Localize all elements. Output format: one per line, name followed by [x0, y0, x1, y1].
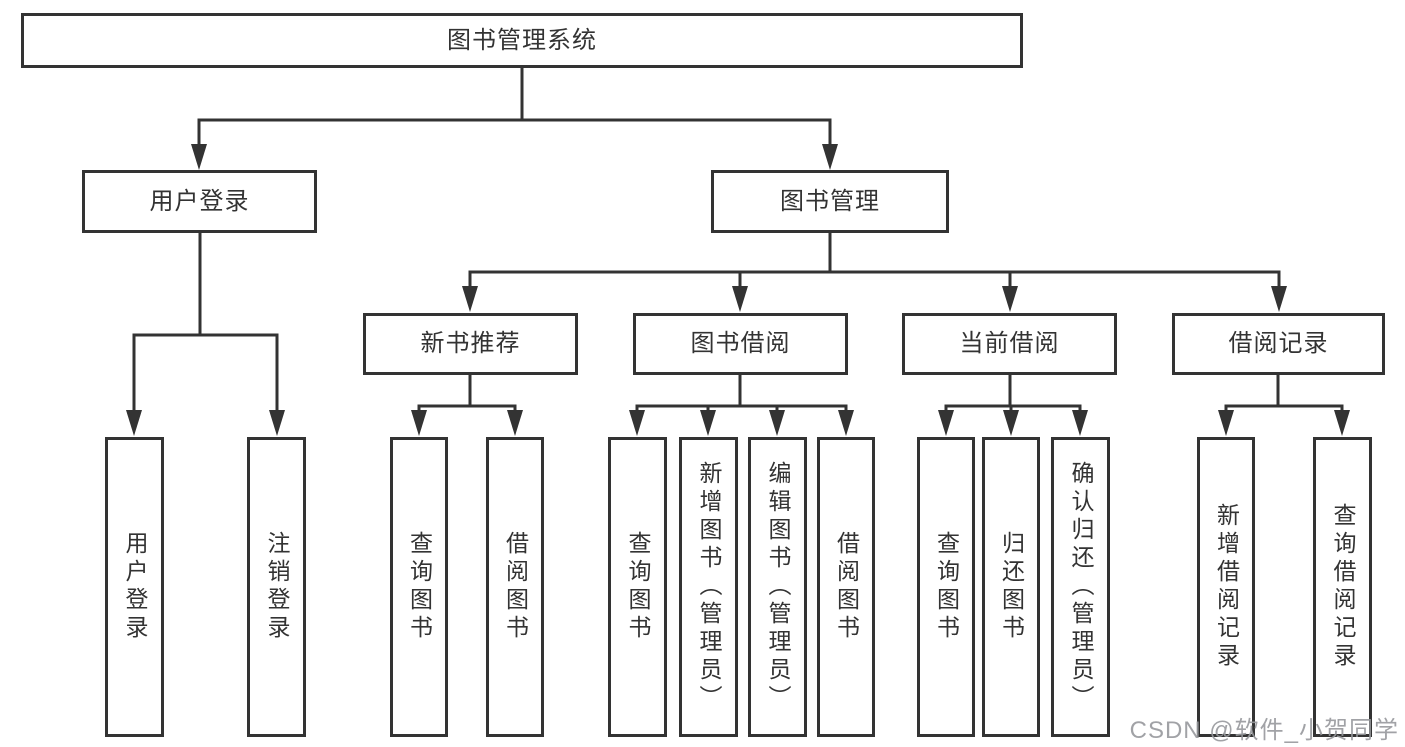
leaf-query-borrow-record: 查询借阅记录	[1313, 437, 1372, 737]
connector-book-borrow-children	[629, 375, 854, 436]
leaf-add-borrow-record: 新增借阅记录	[1197, 437, 1255, 737]
leaf-add-books-admin: 新增图书（管理员）	[679, 437, 738, 737]
leaf-edit-books-admin: 编辑图书（管理员）	[748, 437, 807, 737]
node-current-borrow: 当前借阅	[902, 313, 1117, 375]
node-borrow-records: 借阅记录	[1172, 313, 1385, 375]
node-root-library-management-system: 图书管理系统	[21, 13, 1023, 68]
leaf-recommend-borrow-books: 借阅图书	[486, 437, 544, 737]
leaf-recommend-query-books: 查询图书	[390, 437, 448, 737]
leaf-current-query-books: 查询图书	[917, 437, 975, 737]
leaf-logout: 注销登录	[247, 437, 306, 737]
connector-new-book-children	[411, 375, 523, 436]
connector-user-login-children	[126, 233, 285, 436]
connector-book-management-children	[462, 233, 1287, 312]
leaf-return-books: 归还图书	[982, 437, 1040, 737]
connector-borrow-records-children	[1218, 375, 1350, 436]
connector-root-to-level2	[191, 68, 838, 170]
leaf-borrow-query-books: 查询图书	[608, 437, 667, 737]
node-new-book-recommend: 新书推荐	[363, 313, 578, 375]
node-book-borrow: 图书借阅	[633, 313, 848, 375]
csdn-watermark: CSDN @软件_小贺同学	[1129, 717, 1399, 744]
node-book-management: 图书管理	[711, 170, 949, 233]
connector-current-borrow-children	[938, 375, 1088, 436]
leaf-confirm-return-admin: 确认归还（管理员）	[1051, 437, 1110, 737]
node-user-login: 用户登录	[82, 170, 317, 233]
leaf-user-login: 用户登录	[105, 437, 164, 737]
leaf-borrow-books: 借阅图书	[817, 437, 875, 737]
